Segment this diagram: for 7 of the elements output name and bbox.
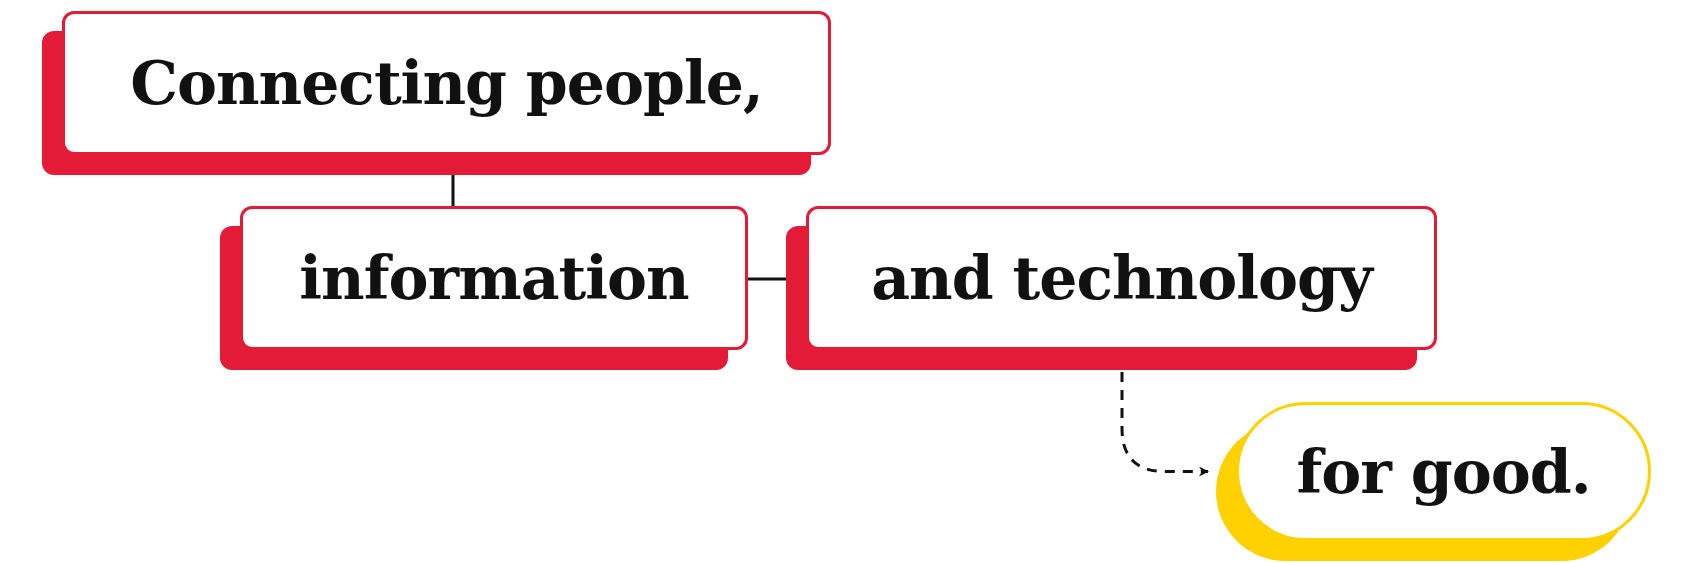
card-text: Connecting people, [130, 48, 763, 118]
card-text: for good. [1296, 436, 1591, 507]
pill-card [1216, 402, 1651, 561]
text-card [786, 206, 1437, 370]
text-card [220, 206, 748, 370]
text-card [42, 11, 831, 175]
card-text: information [299, 243, 689, 313]
